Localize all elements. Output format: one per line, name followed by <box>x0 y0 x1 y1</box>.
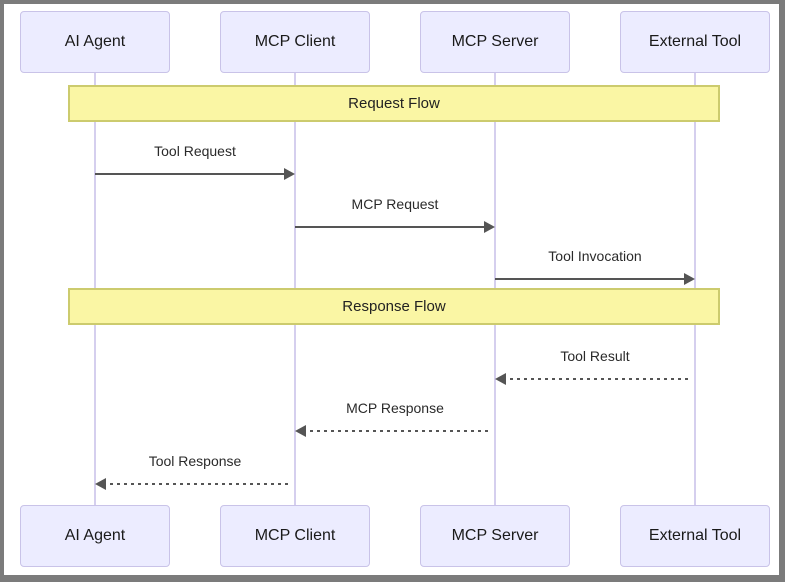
actor-box-mcp-client-top: MCP Client <box>220 11 370 73</box>
message-label-mcp-response: MCP Response <box>346 400 444 416</box>
arrowhead-left-icon <box>95 478 106 490</box>
message-line-tool-request <box>95 173 291 175</box>
actor-box-ai-agent-bottom: AI Agent <box>20 505 170 567</box>
arrowhead-right-icon <box>684 273 695 285</box>
message-line-tool-response <box>103 483 291 485</box>
actor-box-mcp-server-top: MCP Server <box>420 11 570 73</box>
actor-box-mcp-server-bottom: MCP Server <box>420 505 570 567</box>
message-label-tool-result: Tool Result <box>560 348 630 364</box>
section-banner-request-flow: Request Flow <box>68 85 720 122</box>
message-line-tool-invocation <box>495 278 691 280</box>
actor-box-external-tool-top: External Tool <box>620 11 770 73</box>
section-banner-response-flow: Response Flow <box>68 288 720 325</box>
arrowhead-right-icon <box>484 221 495 233</box>
arrowhead-left-icon <box>295 425 306 437</box>
message-line-mcp-request <box>295 226 491 228</box>
arrowhead-right-icon <box>284 168 295 180</box>
message-label-tool-response: Tool Response <box>148 453 242 469</box>
message-line-tool-result <box>503 378 691 380</box>
actor-box-mcp-client-bottom: MCP Client <box>220 505 370 567</box>
arrowhead-left-icon <box>495 373 506 385</box>
message-label-tool-invocation: Tool Invocation <box>548 248 642 264</box>
message-line-mcp-response <box>303 430 491 432</box>
message-label-mcp-request: MCP Request <box>351 196 439 212</box>
actor-box-ai-agent-top: AI Agent <box>20 11 170 73</box>
actor-box-external-tool-bottom: External Tool <box>620 505 770 567</box>
message-label-tool-request: Tool Request <box>154 143 236 159</box>
